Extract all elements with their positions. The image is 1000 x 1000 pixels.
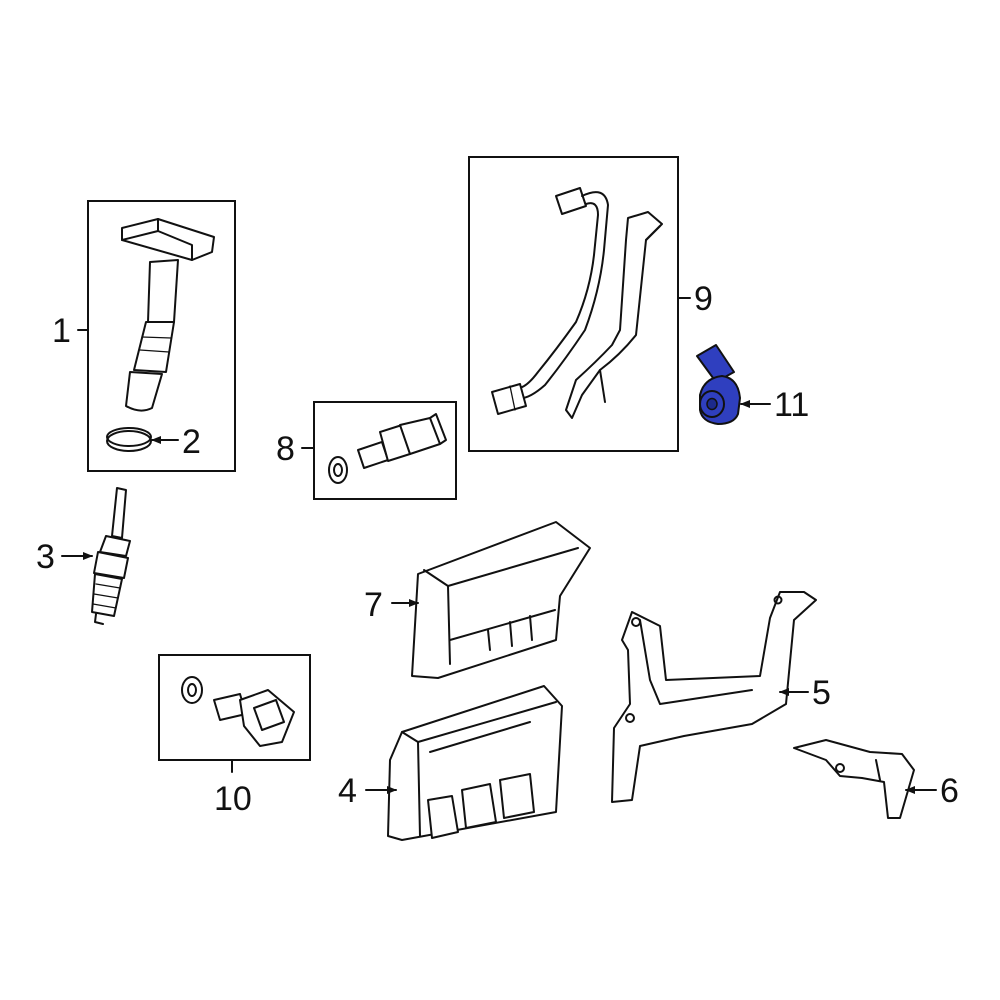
engine-sensor[interactable] — [357, 413, 447, 469]
callout-1: 1 — [52, 312, 71, 350]
ignition-coil-group-box — [87, 200, 236, 472]
coil-seal-ring[interactable] — [106, 427, 152, 452]
callout-4: 4 — [338, 772, 357, 810]
callout-7: 7 — [364, 586, 383, 624]
callout-8: 8 — [276, 430, 295, 468]
sensor-10[interactable] — [213, 689, 295, 747]
spark-plug[interactable] — [91, 487, 131, 625]
callout-10: 10 — [214, 780, 252, 818]
sensor-group-box — [313, 401, 457, 500]
ecu-cover[interactable] — [411, 521, 591, 679]
callout-2: 2 — [182, 423, 201, 461]
callout-3: 3 — [36, 538, 55, 576]
wiring-harness[interactable] — [491, 187, 609, 415]
sensor-10-group-box — [158, 654, 311, 761]
ecu-module[interactable] — [387, 685, 563, 841]
callout-11: 11 — [774, 386, 809, 424]
ignition-coil[interactable] — [121, 218, 215, 412]
harness-bracket[interactable] — [565, 211, 663, 419]
sensor-washer[interactable] — [328, 456, 348, 484]
callout-9: 9 — [694, 280, 713, 318]
ecu-bracket[interactable] — [611, 591, 817, 803]
callout-6: 6 — [940, 772, 959, 810]
small-bracket[interactable] — [793, 739, 915, 819]
knock-sensor-highlighted[interactable] — [696, 344, 741, 425]
sensor-10-washer[interactable] — [181, 676, 203, 704]
harness-group-box — [468, 156, 679, 452]
callout-5: 5 — [812, 674, 831, 712]
